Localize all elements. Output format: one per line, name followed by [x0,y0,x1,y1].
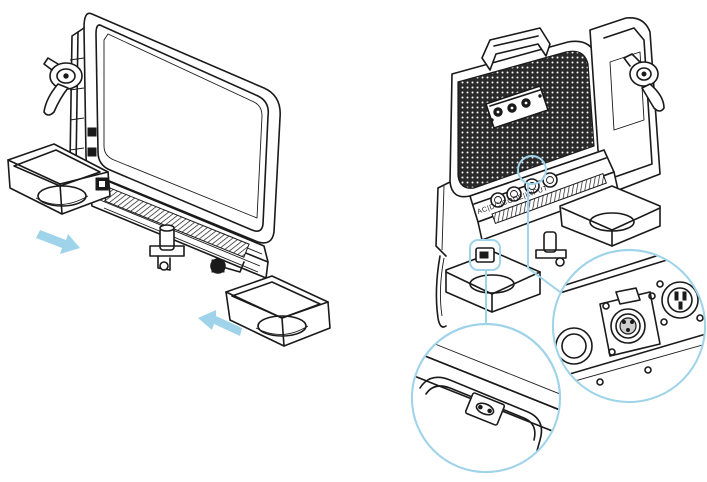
slide-in-arrow [198,310,242,336]
control-box [485,85,549,129]
light-panel-rear [449,40,605,198]
xlr-male-icon [656,280,704,326]
rear-mount-spigot [535,231,567,267]
mount-spigot [149,224,185,271]
callout-ac-inlet [410,322,562,474]
handle [481,27,551,71]
battery-plate-left [7,143,111,215]
ac-inlet-small [475,247,495,263]
right-light-assembly: AC|DC|CODE|INPUT [435,16,665,328]
safety-cable [435,255,447,328]
left-light-assembly [7,12,331,347]
xlr-highlight-small [517,155,547,185]
callout-xlr-connectors [551,248,707,404]
rear-battery-plate-left [445,251,541,313]
slide-out-arrow [36,230,80,254]
rear-heatsink-fins [491,173,607,225]
battery-plate-right [225,275,331,347]
yoke-knob-left [43,57,83,116]
yoke-knob-right [623,53,665,112]
lock-knob-right [210,258,245,274]
light-panel [69,12,281,279]
rear-battery-plate-right [559,185,661,247]
xlr-female-icon [599,287,661,357]
figure-8-inlet-icon [475,402,495,416]
